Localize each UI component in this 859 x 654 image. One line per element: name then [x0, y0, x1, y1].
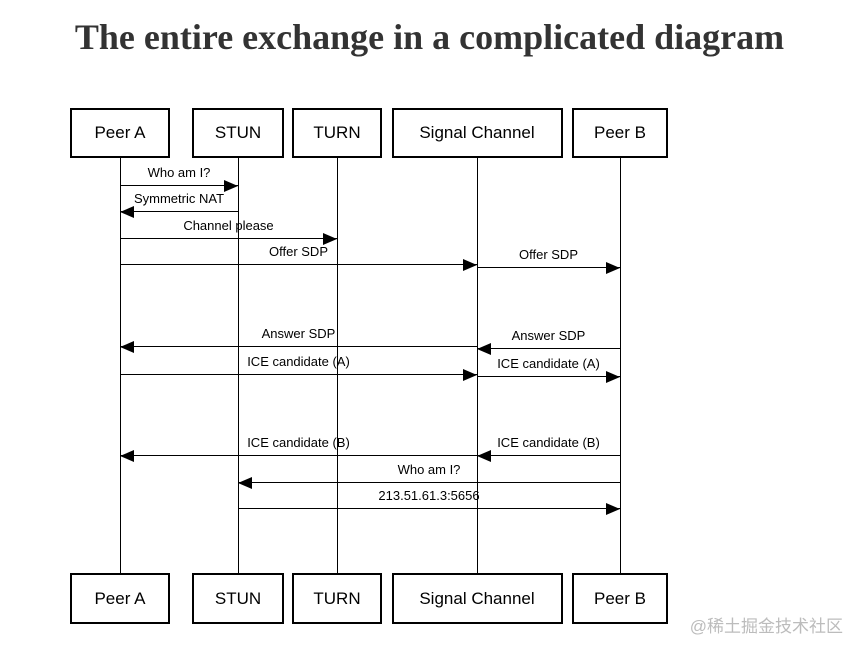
message-line [120, 374, 477, 375]
message-line [477, 376, 620, 377]
message-label: Offer SDP [268, 244, 328, 259]
arrowhead-left-icon [120, 206, 134, 218]
arrowhead-left-icon [238, 477, 252, 489]
lifeline-signal-channel [476, 158, 478, 573]
actor-top-box-peer-a: Peer A [70, 108, 170, 158]
actor-top-box-turn: TURN [292, 108, 382, 158]
actor-top-box-peer-b: Peer B [572, 108, 668, 158]
page-title: The entire exchange in a complicated dia… [74, 17, 785, 57]
message-line [238, 508, 620, 509]
arrowhead-right-icon [463, 259, 477, 271]
message-label: Answer SDP [261, 326, 336, 341]
message-line [120, 346, 477, 347]
message-label: Channel please [183, 218, 274, 233]
message-label: ICE candidate (A) [247, 354, 350, 369]
message-line [120, 455, 477, 456]
arrowhead-right-icon [323, 233, 337, 245]
arrowhead-left-icon [120, 341, 134, 353]
arrowhead-right-icon [224, 180, 238, 192]
arrowhead-left-icon [477, 343, 491, 355]
actor-bottom-box-turn: TURN [292, 573, 382, 624]
actor-bottom-box-signal-channel: Signal Channel [391, 573, 563, 624]
message-line [477, 455, 620, 456]
message-line [120, 264, 477, 265]
actor-bottom-box-stun: STUN [192, 573, 284, 624]
message-label: 213.51.61.3:5656 [378, 488, 480, 503]
message-line [120, 238, 337, 239]
arrowhead-right-icon [606, 503, 620, 515]
actor-bottom-box-peer-a: Peer A [70, 573, 170, 624]
actor-top-box-signal-channel: Signal Channel [391, 108, 563, 158]
message-label: ICE candidate (B) [247, 435, 350, 450]
message-label: ICE candidate (B) [497, 435, 600, 450]
message-label: ICE candidate (A) [497, 356, 600, 371]
lifeline-peer-b [619, 158, 621, 573]
message-label: Who am I? [147, 165, 211, 180]
message-line [477, 267, 620, 268]
arrowhead-right-icon [606, 262, 620, 274]
arrowhead-left-icon [477, 450, 491, 462]
actor-top-box-stun: STUN [192, 108, 284, 158]
message-label: Offer SDP [518, 247, 578, 262]
arrowhead-right-icon [606, 371, 620, 383]
message-label: Symmetric NAT [133, 191, 225, 206]
message-line [238, 482, 620, 483]
message-line [120, 211, 238, 212]
arrowhead-right-icon [463, 369, 477, 381]
arrowhead-left-icon [120, 450, 134, 462]
watermark: @稀土掘金技术社区 [689, 617, 843, 636]
lifeline-peer-a [119, 158, 121, 573]
message-line [120, 185, 238, 186]
lifeline-stun [237, 158, 239, 573]
lifeline-turn [336, 158, 338, 573]
message-line [477, 348, 620, 349]
actor-bottom-box-peer-b: Peer B [572, 573, 668, 624]
message-label: Who am I? [397, 462, 461, 477]
message-label: Answer SDP [511, 328, 586, 343]
